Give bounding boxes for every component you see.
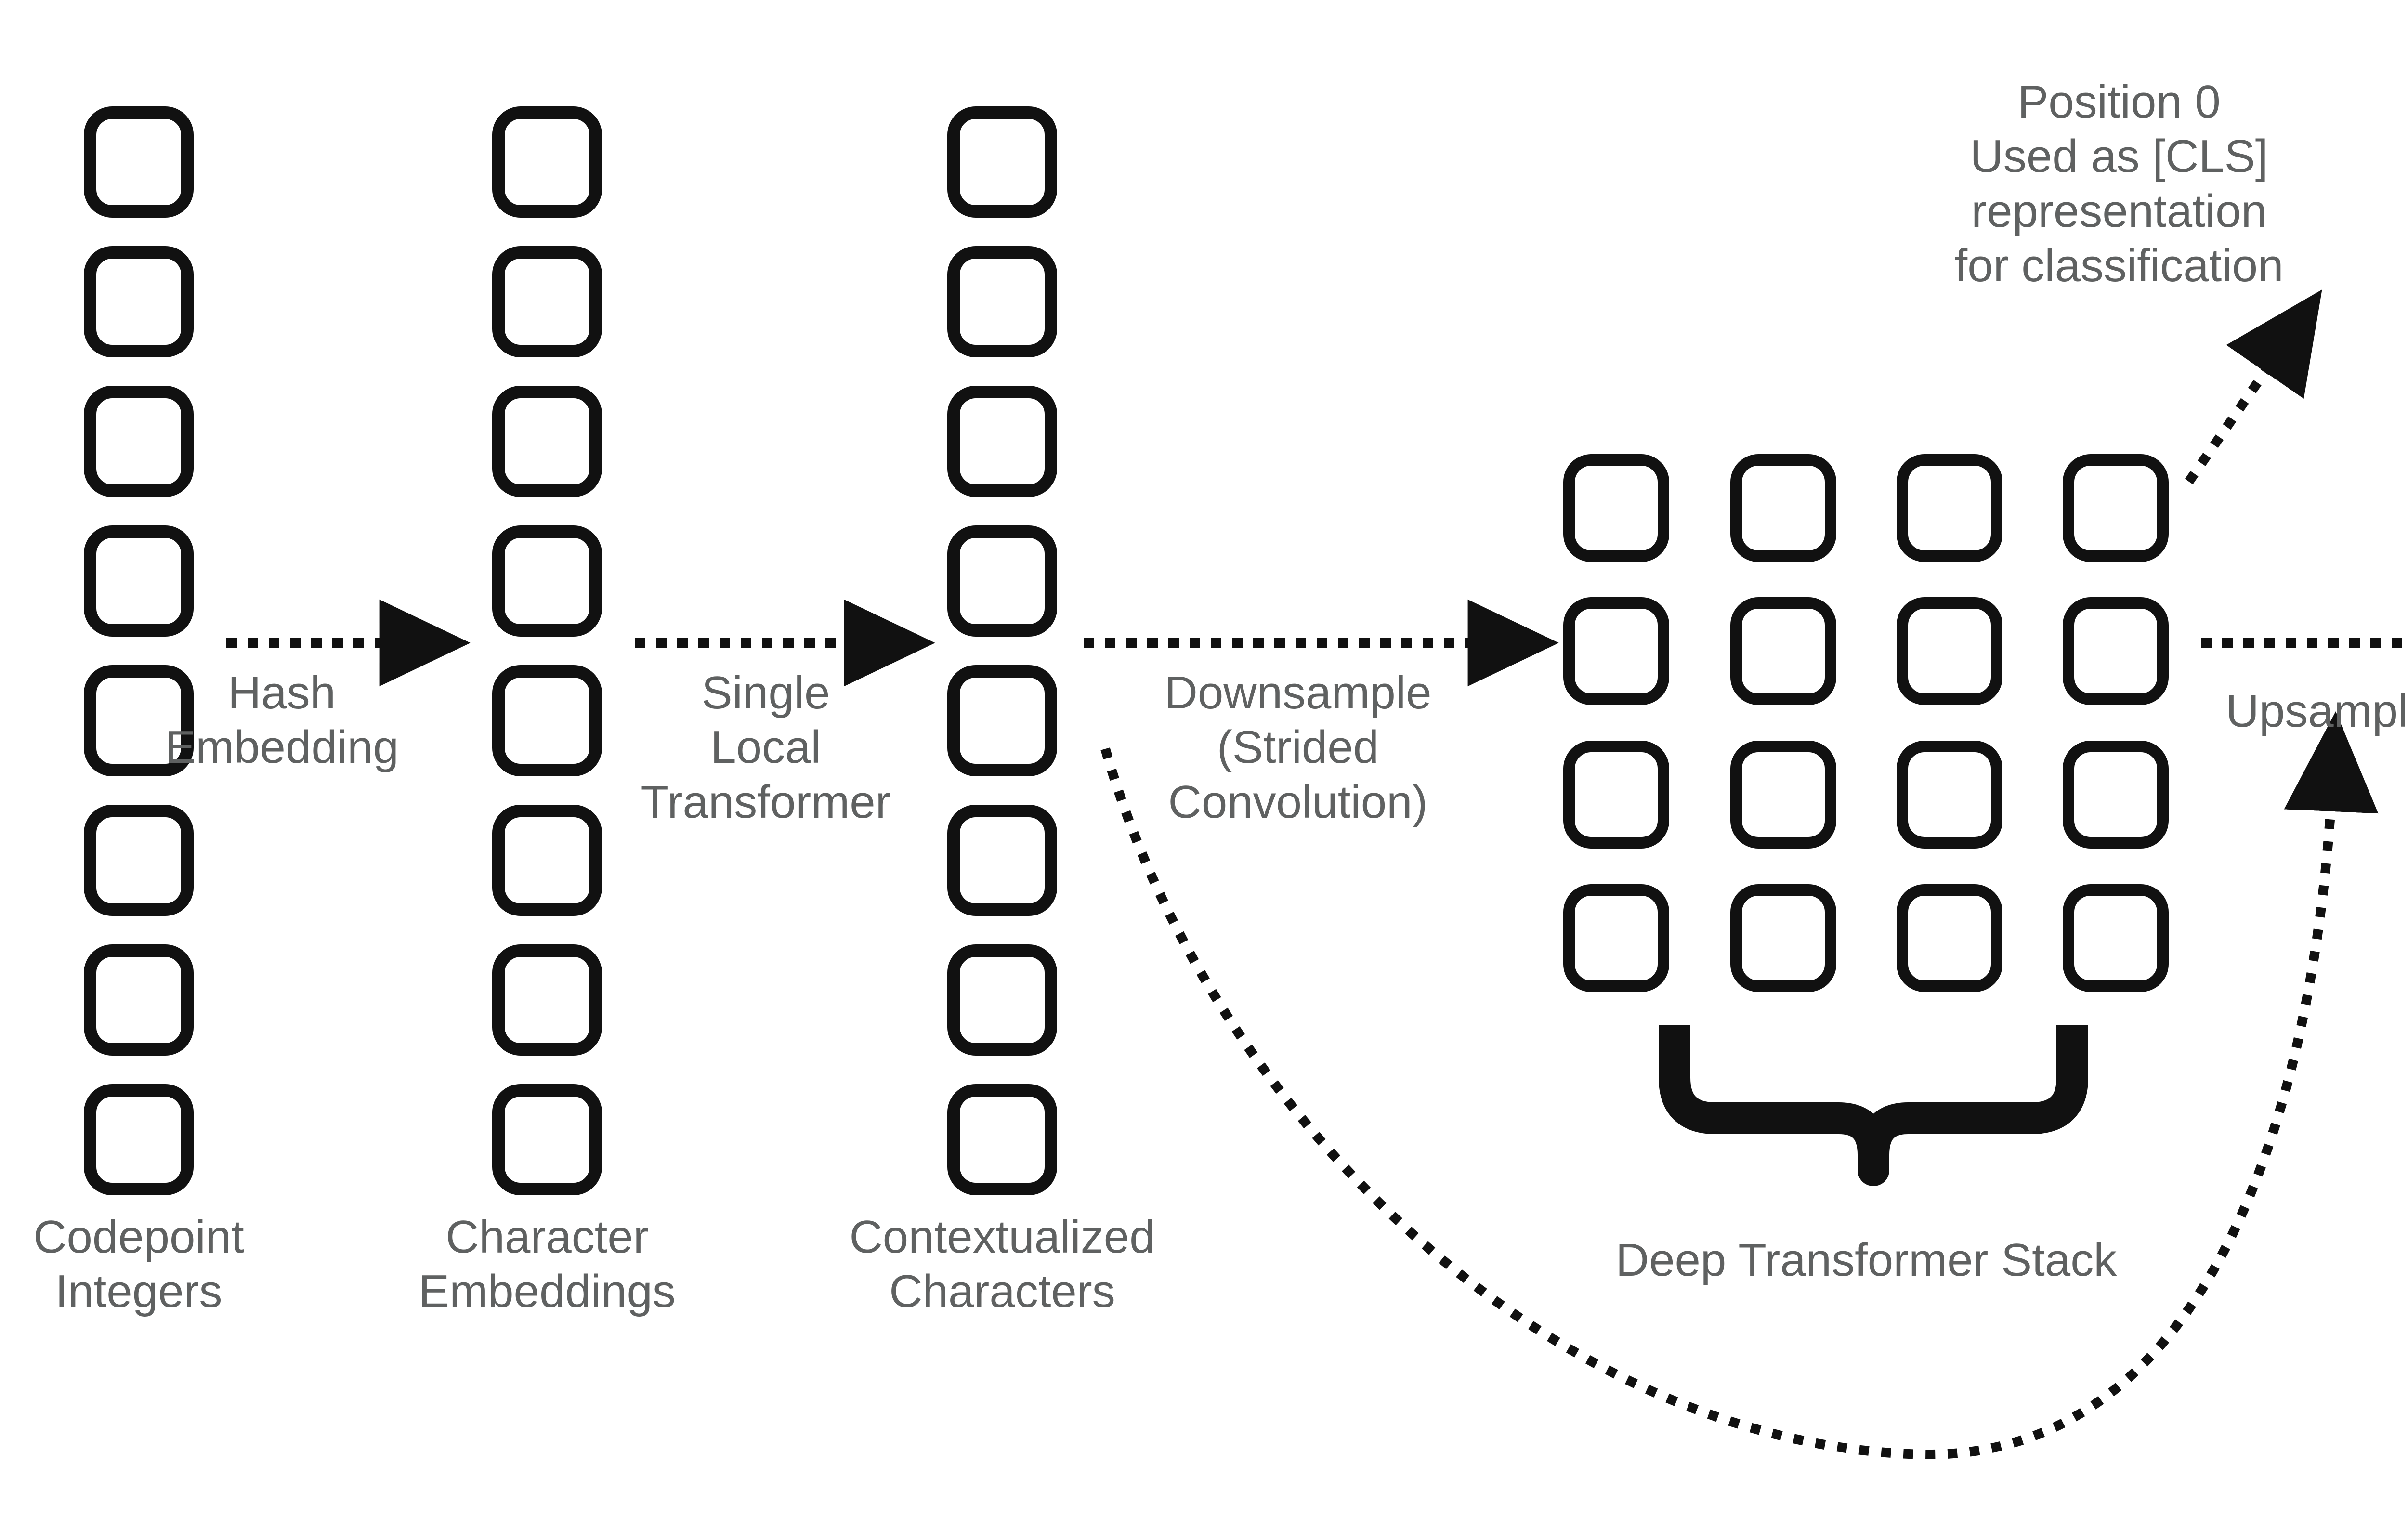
arrow-label-downsample: Downsample (Strided Convolution) bbox=[1164, 667, 1432, 828]
token-box bbox=[947, 106, 1057, 218]
token-box bbox=[1730, 884, 1836, 992]
token-box bbox=[2063, 597, 2169, 705]
column-character-embeddings bbox=[492, 106, 602, 1195]
token-box bbox=[1730, 597, 1836, 705]
token-box bbox=[1897, 454, 2002, 562]
stack-label-deep-transformer-stack: Deep Transformer Stack bbox=[1615, 1234, 2117, 1286]
token-box bbox=[1563, 741, 1669, 849]
token-box bbox=[84, 386, 194, 497]
token-box bbox=[1563, 597, 1669, 705]
token-box bbox=[84, 246, 194, 357]
token-box bbox=[492, 805, 602, 916]
column-contextualized-characters bbox=[947, 106, 1057, 1195]
token-box bbox=[2063, 741, 2169, 849]
annotation-cls-note: Position 0 Used as [CLS] representation … bbox=[1954, 76, 2284, 291]
token-box bbox=[84, 665, 194, 776]
token-box bbox=[84, 1084, 194, 1195]
token-box bbox=[947, 525, 1057, 637]
token-box bbox=[84, 805, 194, 916]
token-box bbox=[947, 386, 1057, 497]
token-box bbox=[2063, 884, 2169, 992]
token-box bbox=[492, 106, 602, 218]
token-box bbox=[947, 246, 1057, 357]
token-box bbox=[1897, 741, 2002, 849]
column-label-concatenated-representations: Concatenated Representations bbox=[2396, 1223, 2408, 1333]
token-box bbox=[492, 525, 602, 637]
arrow-label-hash-embedding: Hash Embedding bbox=[165, 667, 399, 773]
arrow-residual-skip bbox=[1100, 711, 2379, 1460]
token-box bbox=[84, 525, 194, 637]
column-label-codepoint-integers: Codepoint Integers bbox=[33, 1211, 244, 1318]
column-codepoint-integers bbox=[84, 106, 194, 1195]
token-box bbox=[492, 246, 602, 357]
token-box bbox=[1897, 884, 2002, 992]
arrow-label-upsampling: Upsampling bbox=[2225, 685, 2408, 737]
token-box bbox=[947, 944, 1057, 1056]
arrow-label-single-local-transformer: Single Local Transformer bbox=[641, 667, 891, 828]
arrow-cls-pointer bbox=[2185, 289, 2322, 484]
token-box bbox=[492, 665, 602, 776]
deep-transformer-brace bbox=[1659, 1025, 2088, 1186]
token-box bbox=[1563, 454, 1669, 562]
token-box bbox=[1730, 454, 1836, 562]
token-box bbox=[84, 106, 194, 218]
token-box bbox=[84, 944, 194, 1056]
token-box bbox=[2063, 454, 2169, 562]
grid-deep-transformer-stack bbox=[1563, 454, 2169, 992]
token-box bbox=[492, 944, 602, 1056]
token-box bbox=[947, 1084, 1057, 1195]
token-box bbox=[1897, 597, 2002, 705]
token-box bbox=[492, 386, 602, 497]
token-box bbox=[1563, 884, 1669, 992]
column-label-character-embeddings: Character Embeddings bbox=[419, 1211, 676, 1318]
column-label-contextualized-characters: Contextualized Characters bbox=[849, 1211, 1155, 1318]
token-box bbox=[947, 805, 1057, 916]
token-box bbox=[1730, 741, 1836, 849]
token-box bbox=[947, 665, 1057, 776]
token-box bbox=[492, 1084, 602, 1195]
